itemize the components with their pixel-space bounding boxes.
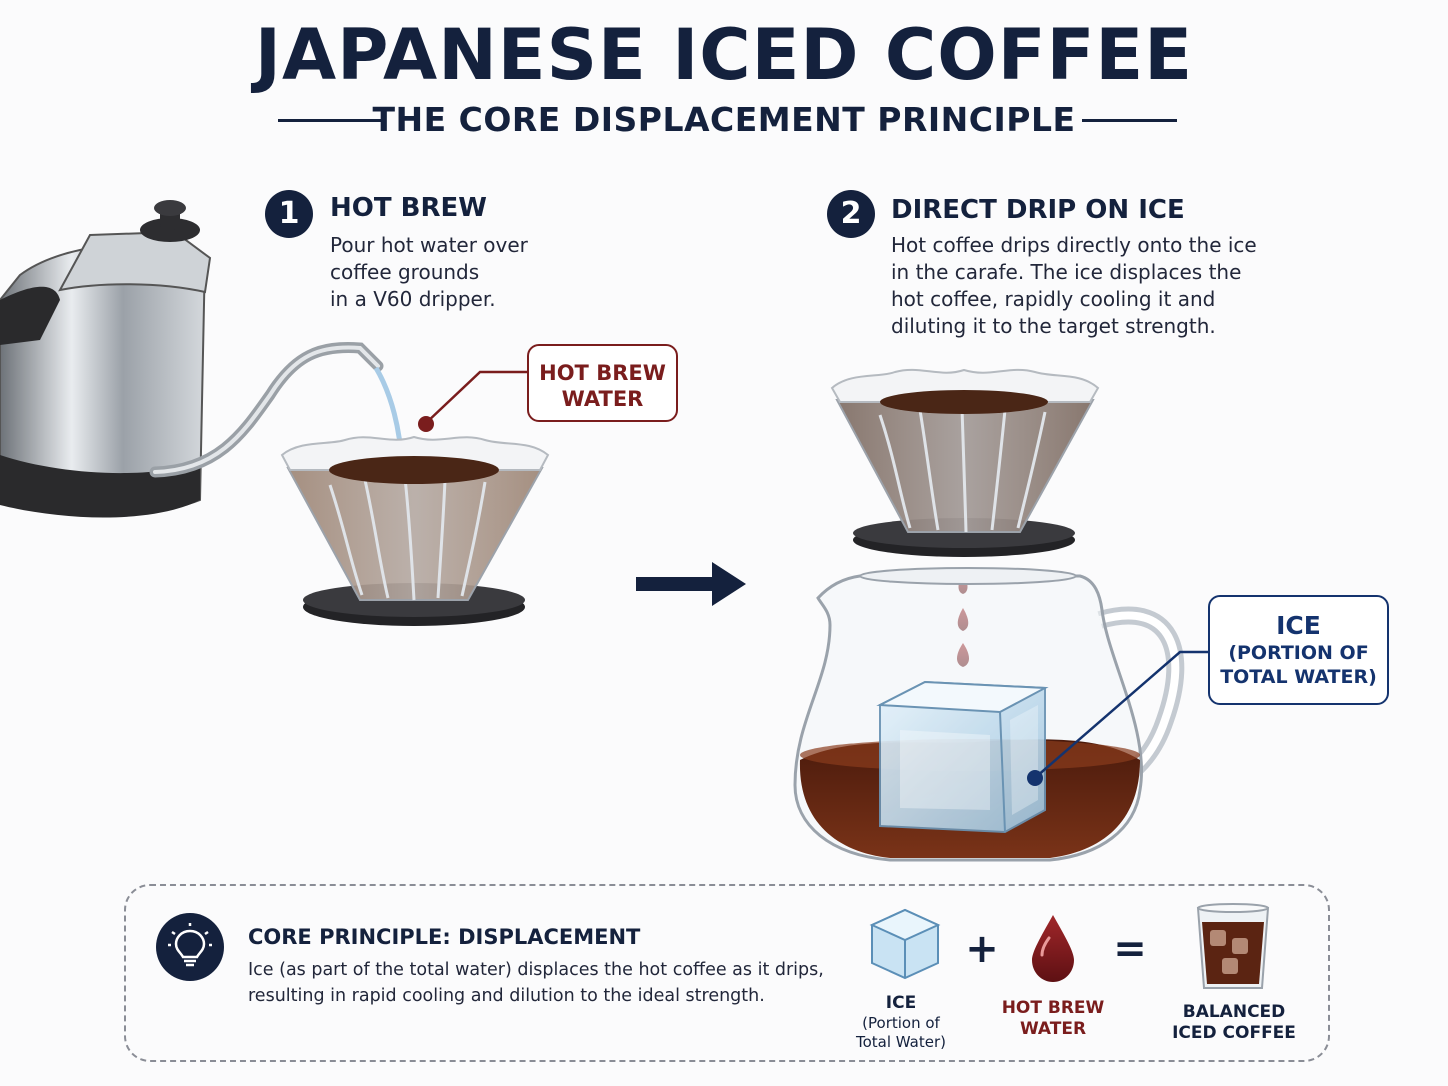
v60-dripper-on-carafe bbox=[830, 368, 1100, 557]
arrow-right-icon bbox=[636, 562, 746, 606]
core-line: Ice (as part of the total water) displac… bbox=[248, 960, 824, 980]
eq-ice-sub: (Portion of bbox=[862, 1014, 940, 1032]
core-principle-box bbox=[124, 884, 1330, 1062]
hot-brew-water-callout: HOT BREW WATER bbox=[527, 344, 678, 422]
lightbulb-icon bbox=[156, 913, 224, 981]
eq-result-line: ICED COFFEE bbox=[1172, 1023, 1296, 1043]
equation-result-label: BALANCED ICED COFFEE bbox=[1165, 1002, 1303, 1044]
callout-line: HOT BREW bbox=[539, 361, 666, 385]
equals-sign: = bbox=[1113, 926, 1147, 972]
step-1-title: HOT BREW bbox=[330, 193, 487, 223]
step-2-title: DIRECT DRIP ON ICE bbox=[891, 195, 1185, 225]
page-title: JAPANESE ICED COFFEE bbox=[254, 14, 1194, 96]
core-principle-description: Ice (as part of the total water) displac… bbox=[248, 957, 828, 1009]
v60-dripper-icon bbox=[280, 435, 550, 626]
equation-water-label: HOT BREW WATER bbox=[990, 998, 1116, 1040]
step-1-line: coffee grounds bbox=[330, 260, 480, 284]
step-2-line: in the carafe. The ice displaces the bbox=[891, 260, 1242, 284]
plus-sign: + bbox=[965, 926, 999, 972]
equation-ice-cube-icon bbox=[869, 908, 941, 980]
water-drop-icon bbox=[1032, 915, 1074, 982]
step-2-number: 2 bbox=[827, 190, 875, 238]
eq-ice-title: ICE bbox=[885, 993, 917, 1013]
eq-result-line: BALANCED bbox=[1182, 1002, 1286, 1022]
eq-water-line: HOT BREW bbox=[1001, 998, 1105, 1018]
subtitle-rule-left bbox=[278, 119, 386, 122]
hot-brew-leader bbox=[425, 370, 527, 424]
step-2-line: diluting it to the target strength. bbox=[891, 314, 1216, 338]
ice-callout: ICE (PORTION OF TOTAL WATER) bbox=[1208, 595, 1389, 705]
equation-ice-label: ICE (Portion of Total Water) bbox=[840, 993, 962, 1052]
eq-ice-sub: Total Water) bbox=[856, 1033, 946, 1051]
eq-water-line: WATER bbox=[1019, 1019, 1087, 1039]
ice-leader bbox=[1035, 650, 1208, 778]
callout-line: (PORTION OF bbox=[1228, 642, 1369, 664]
callout-line: TOTAL WATER) bbox=[1220, 666, 1377, 688]
ice-marker bbox=[1027, 770, 1043, 786]
step-2-line: Hot coffee drips directly onto the ice bbox=[891, 233, 1257, 257]
callout-line: WATER bbox=[561, 387, 644, 411]
callout-line: ICE bbox=[1276, 611, 1321, 640]
step-1-line: Pour hot water over bbox=[330, 233, 528, 257]
step-2-line: hot coffee, rapidly cooling it and bbox=[891, 287, 1216, 311]
hot-brew-marker bbox=[418, 416, 434, 432]
iced-coffee-glass-icon bbox=[1196, 903, 1270, 989]
subtitle-row: THE CORE DISPLACEMENT PRINCIPLE bbox=[0, 100, 1448, 144]
core-principle-title: CORE PRINCIPLE: DISPLACEMENT bbox=[248, 925, 641, 949]
ice-cube-icon bbox=[876, 680, 1049, 834]
step-1-number: 1 bbox=[265, 190, 313, 238]
subtitle-rule-right bbox=[1082, 119, 1177, 122]
page-subtitle: THE CORE DISPLACEMENT PRINCIPLE bbox=[372, 100, 1076, 139]
core-line: resulting in rapid cooling and dilution … bbox=[248, 986, 765, 1006]
kettle-icon bbox=[0, 200, 384, 518]
step-1-description: Pour hot water over coffee grounds in a … bbox=[330, 232, 630, 313]
step-2-description: Hot coffee drips directly onto the ice i… bbox=[891, 232, 1311, 340]
step-1-line: in a V60 dripper. bbox=[330, 287, 496, 311]
